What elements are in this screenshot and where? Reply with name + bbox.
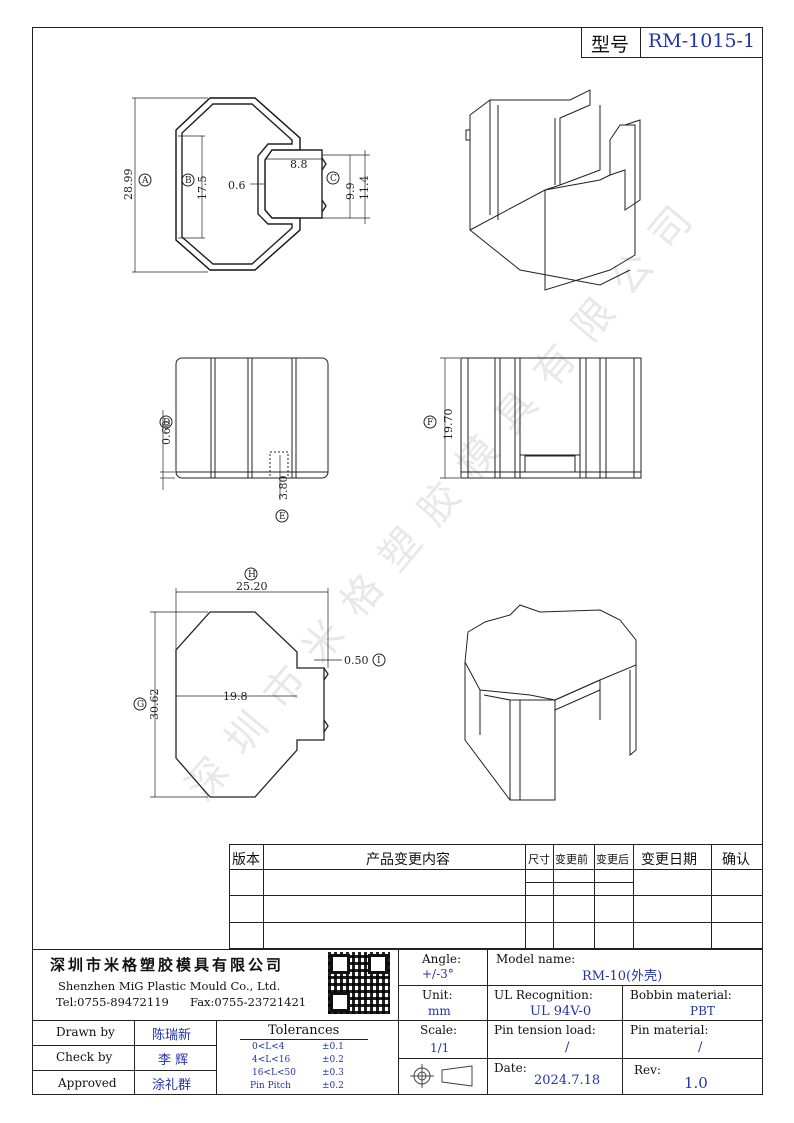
- svg-text:I: I: [377, 656, 381, 666]
- label-A: A: [138, 173, 152, 187]
- side-view: [460, 357, 642, 479]
- date-value: 2024.7.18: [534, 1073, 601, 1088]
- company-cn: 深圳市米格塑胶模具有限公司: [50, 956, 285, 974]
- svg-text:E: E: [279, 512, 286, 522]
- svg-text:F: F: [427, 418, 433, 428]
- tol-range-3: 16<L<50: [252, 1068, 296, 1078]
- bobbin-value: PBT: [690, 1004, 715, 1018]
- drawn-by-value: 陈瑞新: [152, 1028, 192, 1043]
- bottom-view-outline: [175, 611, 329, 798]
- rev-label: Rev:: [634, 1063, 661, 1077]
- tol-value-2: ±0.2: [322, 1055, 344, 1065]
- check-by-label: Check by: [56, 1050, 113, 1064]
- svg-text:A: A: [141, 176, 149, 186]
- label-F: F: [423, 415, 437, 429]
- pin-material-value: /: [698, 1040, 703, 1055]
- label-I: I: [372, 653, 386, 667]
- tol-value-3: ±0.3: [322, 1068, 344, 1078]
- rev-header-content: 产品变更内容: [366, 852, 450, 868]
- dim-19-70: 19.70: [442, 409, 455, 441]
- tol-range-4: Pin Pitch: [250, 1081, 291, 1091]
- label-D: D: [159, 415, 173, 429]
- company-en: Shenzhen MiG Plastic Mould Co., Ltd.: [58, 979, 281, 993]
- model-box-value: RM-1015-1: [648, 30, 756, 52]
- label-B: B: [181, 173, 195, 187]
- top-view-outline: [175, 97, 327, 271]
- bobbin-label: Bobbin material:: [630, 988, 732, 1002]
- company-fax: Fax:0755-23721421: [190, 995, 307, 1009]
- tol-range-2: 4<L<16: [252, 1055, 291, 1065]
- angle-label: Angle:: [422, 952, 462, 966]
- scale-value: 1/1: [430, 1041, 450, 1055]
- label-H: H: [244, 567, 258, 581]
- qr-code-icon: [328, 952, 390, 1014]
- front-view: [175, 357, 329, 479]
- rev-header-before: 变更前: [555, 853, 588, 866]
- svg-text:C: C: [330, 174, 337, 184]
- approved-label: Approved: [58, 1076, 117, 1090]
- approved-value: 涂礼群: [152, 1078, 192, 1093]
- unit-label: Unit:: [422, 988, 453, 1002]
- label-G: G: [133, 697, 147, 711]
- angle-value: +/-3°: [422, 967, 454, 981]
- tol-value-4: ±0.2: [322, 1081, 344, 1091]
- pin-tension-value: /: [565, 1040, 570, 1055]
- label-E: E: [275, 509, 289, 523]
- drawn-by-label: Drawn by: [56, 1025, 115, 1039]
- ul-label: UL Recognition:: [494, 988, 593, 1002]
- drawing-frame: [32, 27, 763, 1095]
- iso-view-upper: [465, 89, 641, 291]
- company-tel: Tel:0755-89472119: [56, 995, 169, 1009]
- dim-19-8: 19.8: [223, 690, 248, 703]
- dim-17-5: 17.5: [196, 176, 209, 201]
- tolerances-title: Tolerances: [268, 1023, 340, 1038]
- pin-material-label: Pin material:: [630, 1023, 709, 1037]
- label-C: C: [326, 171, 340, 185]
- dim-28-99: 28.99: [122, 169, 135, 201]
- dim-30-62: 30.62: [148, 689, 161, 721]
- dim-25-20: 25.20: [236, 580, 268, 593]
- dim-0-50: 0.50: [344, 654, 369, 667]
- svg-text:B: B: [185, 176, 192, 186]
- model-name-label: Model name:: [496, 952, 576, 966]
- check-by-value: 李 辉: [158, 1053, 189, 1068]
- rev-header-size: 尺寸: [528, 853, 550, 866]
- iso-view-lower: [464, 604, 637, 801]
- rev-header-date: 变更日期: [641, 852, 697, 868]
- ul-value: UL 94V-0: [530, 1004, 592, 1019]
- date-label: Date:: [494, 1061, 527, 1075]
- tol-value-1: ±0.1: [322, 1042, 344, 1052]
- model-box-label: 型号: [591, 34, 630, 56]
- dim-9-9: 9.9: [344, 183, 357, 201]
- rev-header-version: 版本: [232, 852, 260, 868]
- svg-text:D: D: [163, 418, 170, 428]
- projection-symbol-icon: [410, 1064, 473, 1088]
- model-box-divider: [640, 27, 641, 57]
- model-name-value: RM-10(外壳): [582, 969, 663, 984]
- svg-text:G: G: [137, 700, 144, 710]
- rev-header-after: 变更后: [596, 853, 629, 866]
- unit-value: mm: [428, 1004, 451, 1018]
- tol-range-1: 0<L<4: [252, 1042, 285, 1052]
- rev-value: 1.0: [684, 1074, 708, 1092]
- model-box: 型号 RM-1015-1: [581, 27, 763, 58]
- dim-8-8: 8.8: [290, 158, 308, 171]
- svg-text:H: H: [248, 570, 256, 580]
- dim-11-4: 11.4: [358, 176, 371, 201]
- dim-3-80: 3.80: [277, 476, 290, 501]
- scale-label: Scale:: [420, 1023, 458, 1037]
- pin-tension-label: Pin tension load:: [494, 1023, 596, 1037]
- rev-header-confirm: 确认: [722, 852, 750, 868]
- dim-0-6: 0.6: [228, 179, 246, 192]
